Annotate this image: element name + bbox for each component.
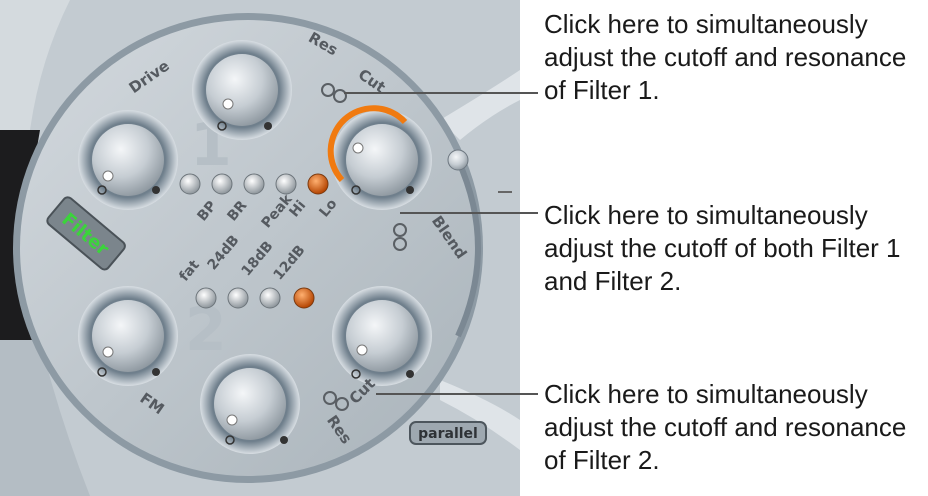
cutoff-arc [327,105,408,183]
led-hi[interactable] [275,173,297,195]
filter1-type-selector[interactable] [179,173,329,195]
link-icon-both[interactable] [393,223,407,251]
knob-filter2-resonance[interactable] [200,354,300,454]
callout-filter1-link: Click here to simultaneously adjust the … [544,9,907,105]
leader-line-2 [400,212,538,214]
knob-filter1-cutoff[interactable] [327,105,432,210]
led-br[interactable] [211,173,233,195]
filter2-slope-selector[interactable] [195,287,315,309]
link-icon-filter2[interactable] [323,391,349,411]
leader-line-3 [376,393,538,395]
callout-both-link: Click here to simultaneously adjust the … [544,200,901,296]
led-24db[interactable] [227,287,249,309]
parallel-button[interactable]: parallel [409,421,487,445]
blend-slider-track[interactable] [455,158,481,338]
knob-filter2-cutoff[interactable] [332,286,432,386]
led-12db[interactable] [293,287,315,309]
knob-filter1-resonance[interactable] [192,40,292,140]
led-bp[interactable] [179,173,201,195]
filter-panel-screenshot: 1 2 [0,0,520,496]
blend-slider-handle[interactable] [447,149,469,171]
knob-drive[interactable] [78,110,178,210]
knob-fm[interactable] [78,286,178,386]
led-lo[interactable] [307,173,329,195]
led-peak[interactable] [243,173,265,195]
led-18db[interactable] [259,287,281,309]
parallel-label: parallel [418,426,478,442]
callout-filter2-link: Click here to simultaneously adjust the … [544,379,907,475]
led-fat[interactable] [195,287,217,309]
filter-section-graphic: 1 2 [0,0,520,496]
leader-line-1 [344,92,538,94]
link-icon-filter1[interactable] [321,83,347,103]
